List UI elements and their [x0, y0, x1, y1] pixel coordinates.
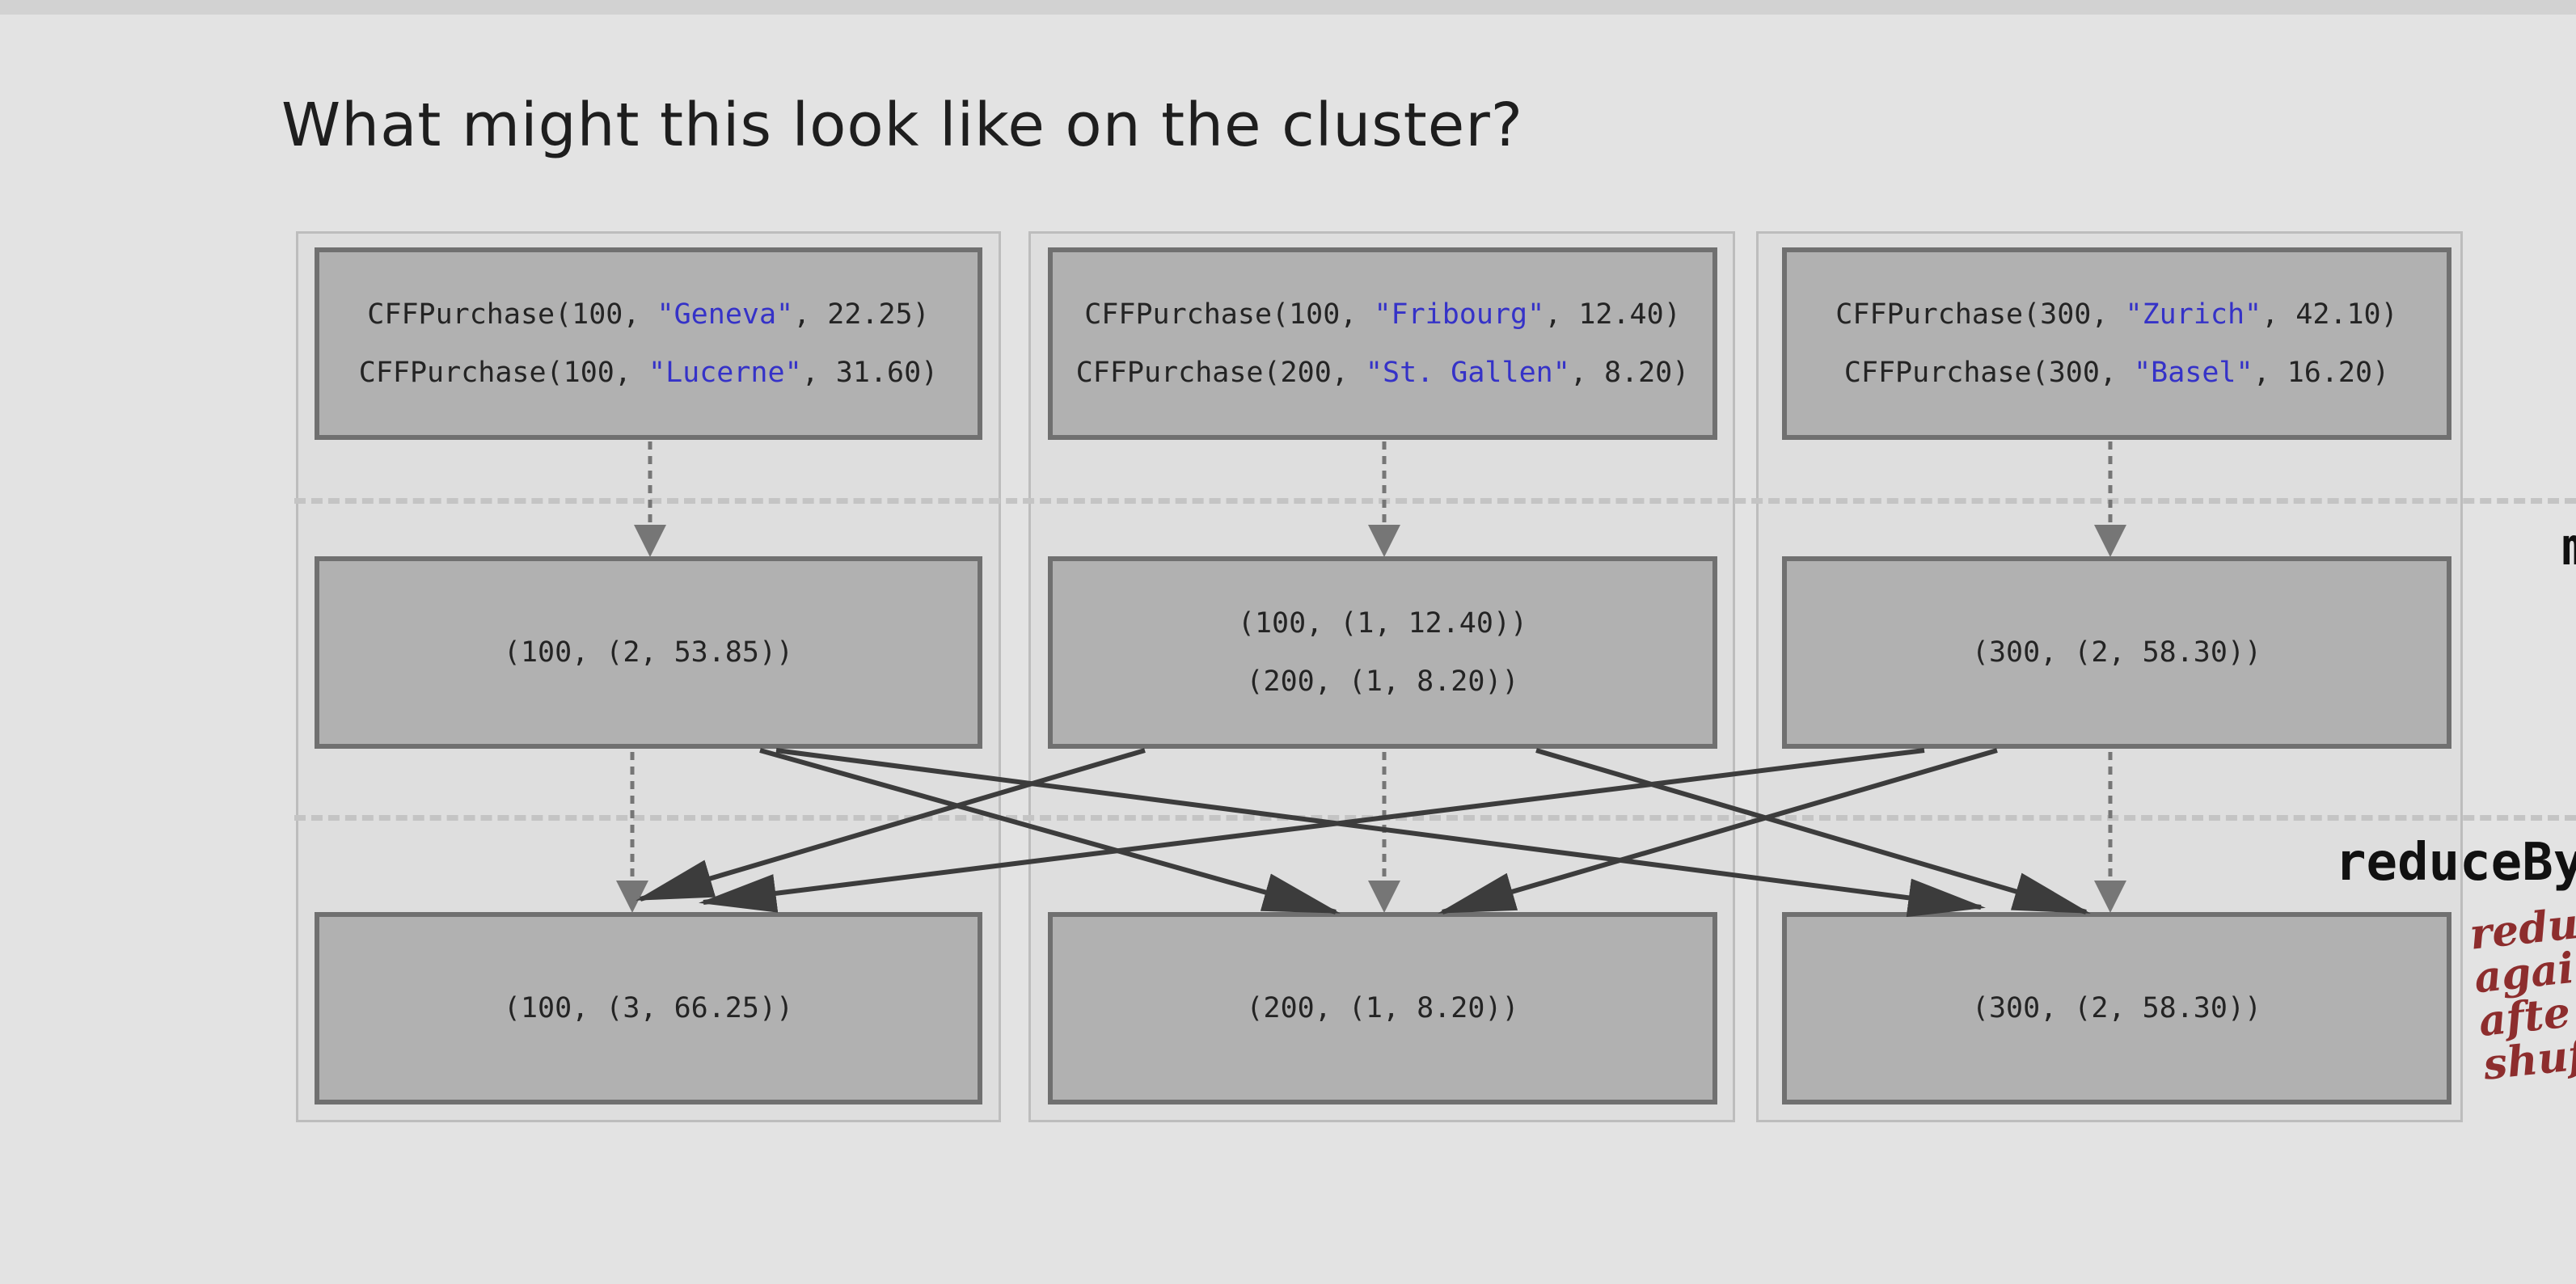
pair-line: (200, (1, 8.20))	[1246, 992, 1519, 1024]
reduce-partition-2: (200, (1, 8.20))	[1048, 912, 1717, 1104]
map-partition-3: (300, (2, 58.30))	[1782, 556, 2451, 749]
shuffle-arrow	[1438, 748, 1998, 914]
pair-line: (100, (2, 53.85))	[503, 636, 794, 669]
stage-divider-map	[294, 498, 2576, 504]
reduce-partition-1: (100, (3, 66.25))	[315, 912, 982, 1104]
input-partition-3: CFFPurchase(300, "Zurich", 42.10) CFFPur…	[1782, 247, 2451, 440]
input-partition-2: CFFPurchase(100, "Fribourg", 12.40) CFFP…	[1048, 247, 1717, 440]
shuffle-arrow	[775, 748, 1986, 918]
purchase-line: CFFPurchase(100, "Fribourg", 12.40)	[1084, 298, 1681, 331]
purchase-line: CFFPurchase(300, "Basel", 16.20)	[1843, 357, 2390, 389]
purchase-line: CFFPurchase(300, "Zurich", 42.10)	[1835, 298, 2398, 331]
stage-label-map: m	[2561, 517, 2576, 577]
map-partition-2: (100, (1, 12.40)) (200, (1, 8.20))	[1048, 556, 1717, 749]
input-partition-1: CFFPurchase(100, "Geneva", 22.25) CFFPur…	[315, 247, 982, 440]
shuffle-arrow	[759, 748, 1341, 914]
pair-line: (100, (3, 66.25))	[503, 992, 794, 1024]
pair-line: (300, (2, 58.30))	[1971, 636, 2262, 669]
shuffle-arrow	[1535, 748, 2091, 914]
purchase-line: CFFPurchase(100, "Geneva", 22.25)	[367, 298, 930, 331]
stage-label-reduce: reduceBy	[2335, 833, 2576, 893]
stage-divider-shuffle	[294, 815, 2576, 821]
map-partition-1: (100, (2, 53.85))	[315, 556, 982, 749]
handwritten-note: reduc agair afte shuf	[2468, 902, 2576, 1088]
pair-line: (300, (2, 58.30))	[1971, 992, 2262, 1024]
pair-line: (100, (1, 12.40))	[1237, 607, 1528, 640]
purchase-line: CFFPurchase(100, "Lucerne", 31.60)	[358, 357, 939, 389]
pair-line: (200, (1, 8.20))	[1246, 665, 1519, 698]
purchase-line: CFFPurchase(200, "St. Gallen", 8.20)	[1075, 357, 1690, 389]
reduce-partition-3: (300, (2, 58.30))	[1782, 912, 2451, 1104]
slide-title: What might this look like on the cluster…	[281, 91, 1524, 160]
top-bar	[0, 0, 2576, 15]
shuffle-arrow	[699, 748, 1925, 913]
